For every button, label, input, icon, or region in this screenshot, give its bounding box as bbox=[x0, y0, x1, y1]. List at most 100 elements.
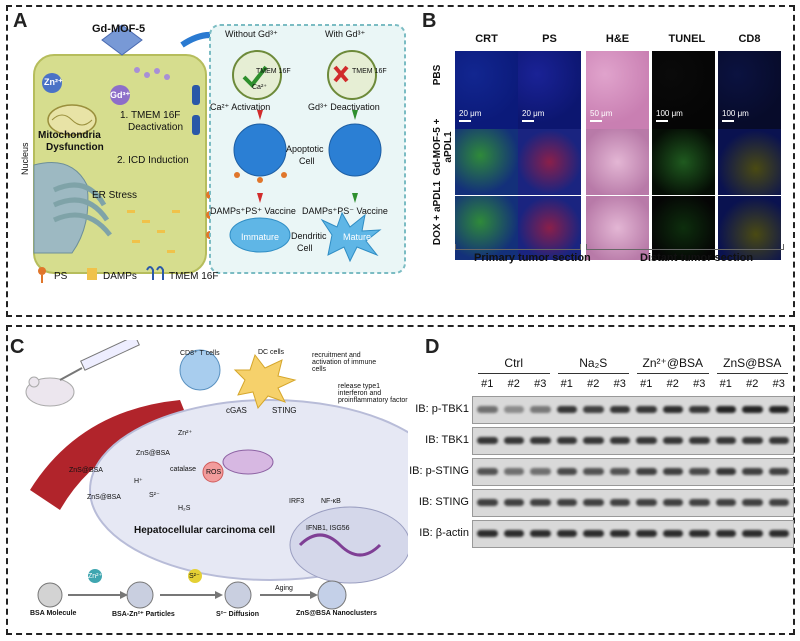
catalase-label: catalase bbox=[170, 466, 197, 473]
band-r1-l9 bbox=[715, 437, 736, 444]
band-r4-l11 bbox=[768, 530, 789, 537]
band-r2-l8 bbox=[689, 468, 710, 475]
band-r1-l3 bbox=[556, 437, 577, 444]
band-r4-l9 bbox=[715, 530, 736, 537]
band-r3-l5 bbox=[609, 499, 630, 506]
blot-label-4: IB: β-actin bbox=[419, 527, 469, 539]
column-header-3: TUNEL bbox=[668, 33, 706, 45]
band-r2-l11 bbox=[768, 468, 789, 475]
primary-tumor-label: Primary tumor section bbox=[474, 252, 591, 264]
band-r4-l3 bbox=[556, 530, 577, 537]
group-line-3 bbox=[716, 373, 788, 374]
micrograph-r0-c2 bbox=[586, 51, 649, 129]
scale-bar-0: 20 μm bbox=[459, 109, 482, 118]
blot-label-2: IB: p-STING bbox=[409, 465, 469, 477]
s-diffusion-label: S²⁻ Diffusion bbox=[216, 611, 259, 618]
irf3-label: IRF3 bbox=[289, 498, 305, 505]
scale-bar-2: 50 μm bbox=[590, 109, 613, 118]
s-ball-label: S²⁻ bbox=[189, 573, 200, 580]
nucleus-label: Nucleus bbox=[20, 142, 30, 175]
band-r2-l9 bbox=[715, 468, 736, 475]
nfkb-label: NF-κB bbox=[321, 498, 341, 505]
gd-mof-crystal bbox=[101, 24, 143, 56]
band-r1-l5 bbox=[609, 437, 630, 444]
aging-label: Aging bbox=[275, 585, 293, 592]
band-r0-l6 bbox=[636, 406, 657, 413]
band-r3-l1 bbox=[503, 499, 524, 506]
gd-ion bbox=[110, 85, 130, 105]
band-r2-l7 bbox=[662, 468, 683, 475]
lane-label-5: #3 bbox=[613, 378, 626, 390]
micrograph-r2-c4 bbox=[718, 196, 781, 260]
scale-bar-line-3 bbox=[656, 120, 668, 122]
band-r2-l2 bbox=[530, 468, 551, 475]
blot-strip-1 bbox=[472, 427, 794, 455]
step1-label-a: 1. TMEM 16F bbox=[120, 110, 181, 121]
band-r0-l7 bbox=[662, 406, 683, 413]
band-r3-l10 bbox=[742, 499, 763, 506]
micrograph-r0-c4 bbox=[718, 51, 781, 129]
band-r1-l11 bbox=[768, 437, 789, 444]
band-r3-l9 bbox=[715, 499, 736, 506]
scale-bar-line-2 bbox=[590, 120, 602, 122]
s-ion-label: S²⁻ bbox=[149, 492, 160, 499]
scale-bar-line-4 bbox=[722, 120, 734, 122]
micrograph-r1-c2 bbox=[586, 129, 649, 195]
vaccine-right-label: DAMPs⁺PS⁻ Vaccine bbox=[302, 206, 388, 216]
zn-ball-label: Zn²⁺ bbox=[88, 573, 103, 580]
h2s-label: H₂S bbox=[178, 505, 191, 512]
band-r3-l0 bbox=[477, 499, 498, 506]
scale-bar-3: 100 μm bbox=[656, 109, 683, 118]
band-r4-l2 bbox=[530, 530, 551, 537]
zn-ion-label: Zn²⁺ bbox=[178, 430, 193, 437]
apoptotic-label-1: Apoptotic bbox=[286, 144, 324, 154]
micrograph-r1-c1 bbox=[518, 129, 581, 195]
band-r3-l2 bbox=[530, 499, 551, 506]
column-header-4: CD8 bbox=[738, 33, 761, 45]
band-r3-l11 bbox=[768, 499, 789, 506]
band-r1-l8 bbox=[689, 437, 710, 444]
micrograph-r2-c2 bbox=[586, 196, 649, 260]
nucleus bbox=[33, 162, 89, 254]
apoptotic-cell-left bbox=[233, 123, 287, 177]
apoptotic-cell-right bbox=[328, 123, 382, 177]
nanoclusters-label: ZnS@BSA Nanoclusters bbox=[296, 610, 377, 617]
blot-label-1: IB: TBK1 bbox=[425, 434, 469, 446]
with-gd-label: With Gd³⁺ bbox=[325, 29, 366, 39]
band-r0-l3 bbox=[556, 406, 577, 413]
blot-strip-2 bbox=[472, 458, 794, 486]
lane-label-6: #1 bbox=[640, 378, 653, 390]
group-label-1: Na₂S bbox=[579, 356, 608, 370]
znsbsa-vessel-label: ZnS@BSA bbox=[69, 467, 103, 474]
band-r1-l2 bbox=[530, 437, 551, 444]
blot-strip-3 bbox=[472, 489, 794, 517]
band-r1-l4 bbox=[583, 437, 604, 444]
band-r2-l10 bbox=[742, 468, 763, 475]
scale-bar-1: 20 μm bbox=[522, 109, 545, 118]
hcc-label: Hepatocellular carcinoma cell bbox=[134, 525, 276, 536]
band-r1-l7 bbox=[662, 437, 683, 444]
band-r2-l6 bbox=[636, 468, 657, 475]
lane-label-3: #1 bbox=[560, 378, 573, 390]
group-line-2 bbox=[637, 373, 709, 374]
band-r1-l10 bbox=[742, 437, 763, 444]
blot-label-3: IB: STING bbox=[418, 496, 469, 508]
ca-activation-circle bbox=[232, 50, 282, 100]
band-r0-l1 bbox=[503, 406, 524, 413]
band-r0-l2 bbox=[530, 406, 551, 413]
group-line-0 bbox=[478, 373, 550, 374]
group-label-0: Ctrl bbox=[504, 356, 524, 370]
band-r0-l8 bbox=[689, 406, 710, 413]
gd-label: Gd³⁺ bbox=[110, 90, 131, 100]
row-label-0: PBS bbox=[432, 64, 443, 86]
band-r3-l4 bbox=[583, 499, 604, 506]
micrograph-r2-c3 bbox=[652, 196, 715, 260]
gd-deactivation-label: Gd³⁺ Deactivation bbox=[308, 102, 380, 112]
band-r4-l5 bbox=[609, 530, 630, 537]
lane-label-0: #1 bbox=[481, 378, 494, 390]
panel-b-label: B bbox=[422, 10, 437, 32]
scale-bar-line-1 bbox=[522, 120, 534, 122]
band-r4-l4 bbox=[583, 530, 604, 537]
band-r2-l3 bbox=[556, 468, 577, 475]
band-r4-l6 bbox=[636, 530, 657, 537]
